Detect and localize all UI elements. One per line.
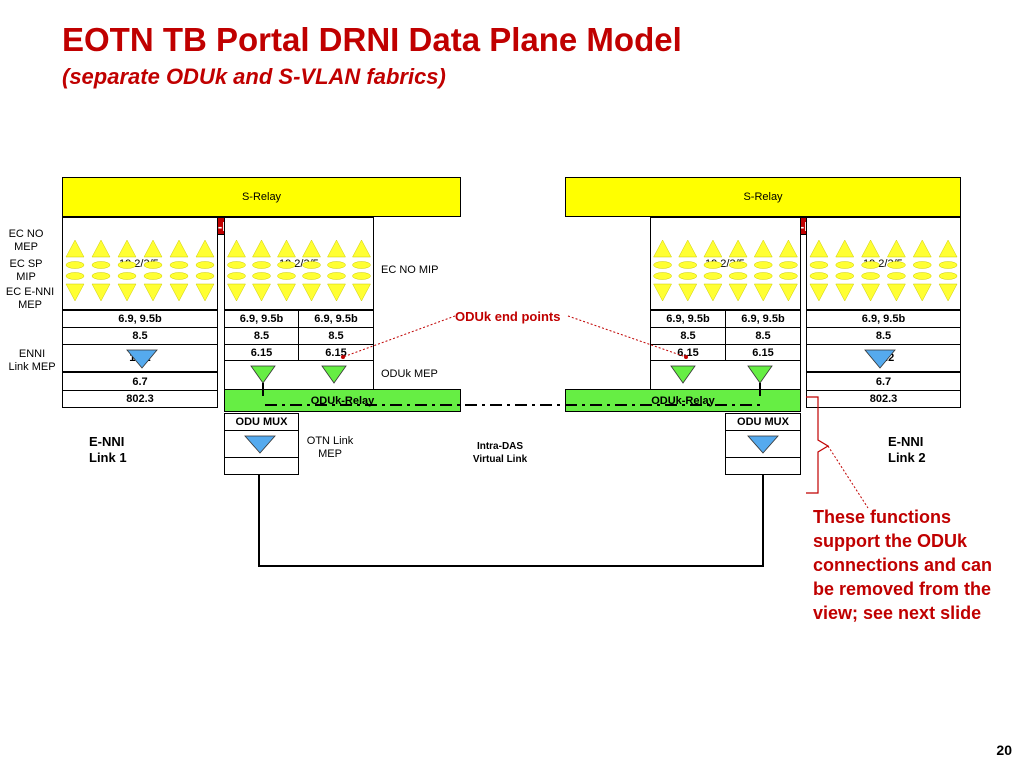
note-bracket <box>806 396 830 494</box>
right-das-b-r2-label: 8.5 <box>755 330 771 342</box>
note-pointer <box>827 445 869 509</box>
right-oduk-relay-label: ODUk-Relay <box>651 394 715 407</box>
left-das-a-r3-label: 6.15 <box>250 346 273 359</box>
left-enni-row-5: 802.3 <box>62 390 218 408</box>
ec-enni-mep-label: EC E-NNI MEP <box>5 286 55 311</box>
oduk-end-points-label: ODUk end points <box>455 309 561 324</box>
enni-link-1-label: E-NNI Link 1 <box>89 434 127 465</box>
right-oduk-mep-area <box>650 360 801 390</box>
left-das-a-r2-label: 8.5 <box>253 330 270 342</box>
removal-note: These functions support the ODUk connect… <box>813 507 993 623</box>
right-odu-mux: ODU MUX <box>725 413 801 431</box>
left-enni-mip-text: 19.2/3/5 <box>119 258 159 270</box>
right-enni-r2-label: 8.5 <box>875 330 892 342</box>
slide-subtitle: (separate ODUk and S-VLAN fabrics) <box>62 64 446 89</box>
right-das-mip-text: 19.2/3/5 <box>705 258 745 270</box>
ec-no-mip-label: EC NO MIP <box>381 264 439 276</box>
left-enni-r5-label: 802.3 <box>126 393 154 405</box>
left-das-b-r3-label: 6.15 <box>325 346 347 359</box>
left-enni-r3-label: 19.2 <box>129 352 151 364</box>
slide-title: EOTN TB Portal DRNI Data Plane Model <box>62 21 682 58</box>
left-odu-mux-bottom-cell <box>224 457 299 475</box>
left-enni-row-1: 6.9, 9.5b <box>62 310 218 328</box>
right-das-a-r2-label: 8.5 <box>680 330 696 342</box>
right-das-b-row-3: 6.15 <box>725 344 801 361</box>
left-das-b-r1-label: 6.9, 9.5b <box>314 313 358 325</box>
right-das-b-r3-label: 6.15 <box>752 346 774 359</box>
right-enni-r4-label: 6.7 <box>875 375 892 388</box>
right-enni-row-5: 802.3 <box>806 390 961 408</box>
left-oduk-mep-area <box>224 360 374 390</box>
page-number: 20 <box>996 742 1012 758</box>
right-das-a-row-2: 8.5 <box>650 327 726 345</box>
right-s-relay-label: S-Relay <box>743 191 783 203</box>
right-das-a-row-3: 6.15 <box>650 344 726 361</box>
left-enni-row-4: 6.7 <box>62 372 218 391</box>
left-das-a-row-3: 6.15 <box>224 344 299 361</box>
right-s-relay: S-Relay <box>565 177 961 217</box>
otn-link-mep-label: OTN Link MEP <box>306 435 354 460</box>
right-odu-mux-label: ODU MUX <box>737 416 789 428</box>
left-enni-r1-label: 6.9, 9.5b <box>118 313 162 325</box>
left-enni-row-2: 8.5 <box>62 327 218 345</box>
left-das-a-r1-label: 6.9, 9.5b <box>239 313 284 325</box>
right-enni-mip-text: 19.2/3/5 <box>863 258 903 270</box>
right-enni-mip-area: 19.2/3/5 <box>806 217 961 310</box>
left-das-mip-area: 19.2/3/5 <box>224 217 374 310</box>
right-das-mip-area: 19.2/3/5 <box>650 217 801 310</box>
left-enni-r2-label: 8.5 <box>132 330 148 342</box>
right-odu-mux-bottom-cell <box>725 457 801 475</box>
right-enni-row-2: 8.5 <box>806 327 961 345</box>
right-oduk-relay: ODUk-Relay <box>565 389 801 412</box>
intra-das-virtual-link-label: Intra-DAS Virtual Link <box>472 441 528 465</box>
right-enni-r3-label: 19.2 <box>872 352 895 364</box>
left-das-b-row-1: 6.9, 9.5b <box>298 310 374 328</box>
left-enni-row-3: 19.2 <box>62 344 218 372</box>
left-s-relay-label: S-Relay <box>241 191 282 203</box>
ec-sp-mip-label: EC SP MIP <box>9 258 43 283</box>
ec-no-mep-label: EC NO MEP <box>8 228 44 253</box>
right-das-b-row-2: 8.5 <box>725 327 801 345</box>
left-das-a-row-1: 6.9, 9.5b <box>224 310 299 328</box>
left-s-relay: S-Relay <box>62 177 461 217</box>
enni-link-2-label: E-NNI Link 2 <box>888 434 926 465</box>
enni-link-mep-label: ENNI Link MEP <box>8 348 56 373</box>
left-das-b-row-2: 8.5 <box>298 327 374 345</box>
left-enni-r4-label: 6.7 <box>132 375 148 388</box>
left-das-b-row-3: 6.15 <box>298 344 374 361</box>
inter-node-physical-link <box>258 475 764 567</box>
right-das-a-row-1: 6.9, 9.5b <box>650 310 726 328</box>
right-enni-row-4: 6.7 <box>806 372 961 391</box>
right-enni-row-1: 6.9, 9.5b <box>806 310 961 328</box>
right-enni-row-3: 19.2 <box>806 344 961 372</box>
left-odu-mux: ODU MUX <box>224 413 299 431</box>
right-das-a-r1-label: 6.9, 9.5b <box>666 313 710 325</box>
left-das-mip-text: 19.2/3/5 <box>279 258 319 270</box>
left-odu-mux-mep-cell <box>224 430 299 458</box>
left-oduk-relay-label: ODUk-Relay <box>310 394 375 407</box>
left-odu-mux-label: ODU MUX <box>235 416 288 428</box>
right-das-b-r1-label: 6.9, 9.5b <box>741 313 785 325</box>
right-enni-r1-label: 6.9, 9.5b <box>861 313 906 325</box>
left-das-b-r2-label: 8.5 <box>328 330 344 342</box>
right-das-b-row-1: 6.9, 9.5b <box>725 310 801 328</box>
oduk-mep-label: ODUk MEP <box>381 368 438 380</box>
left-oduk-relay: ODUk-Relay <box>224 389 461 412</box>
right-enni-r5-label: 802.3 <box>869 393 898 405</box>
right-das-a-r3-label: 6.15 <box>677 346 699 359</box>
right-odu-mux-mep-cell <box>725 430 801 458</box>
left-enni-mip-area: 19.2/3/5 <box>62 217 218 310</box>
left-das-a-row-2: 8.5 <box>224 327 299 345</box>
